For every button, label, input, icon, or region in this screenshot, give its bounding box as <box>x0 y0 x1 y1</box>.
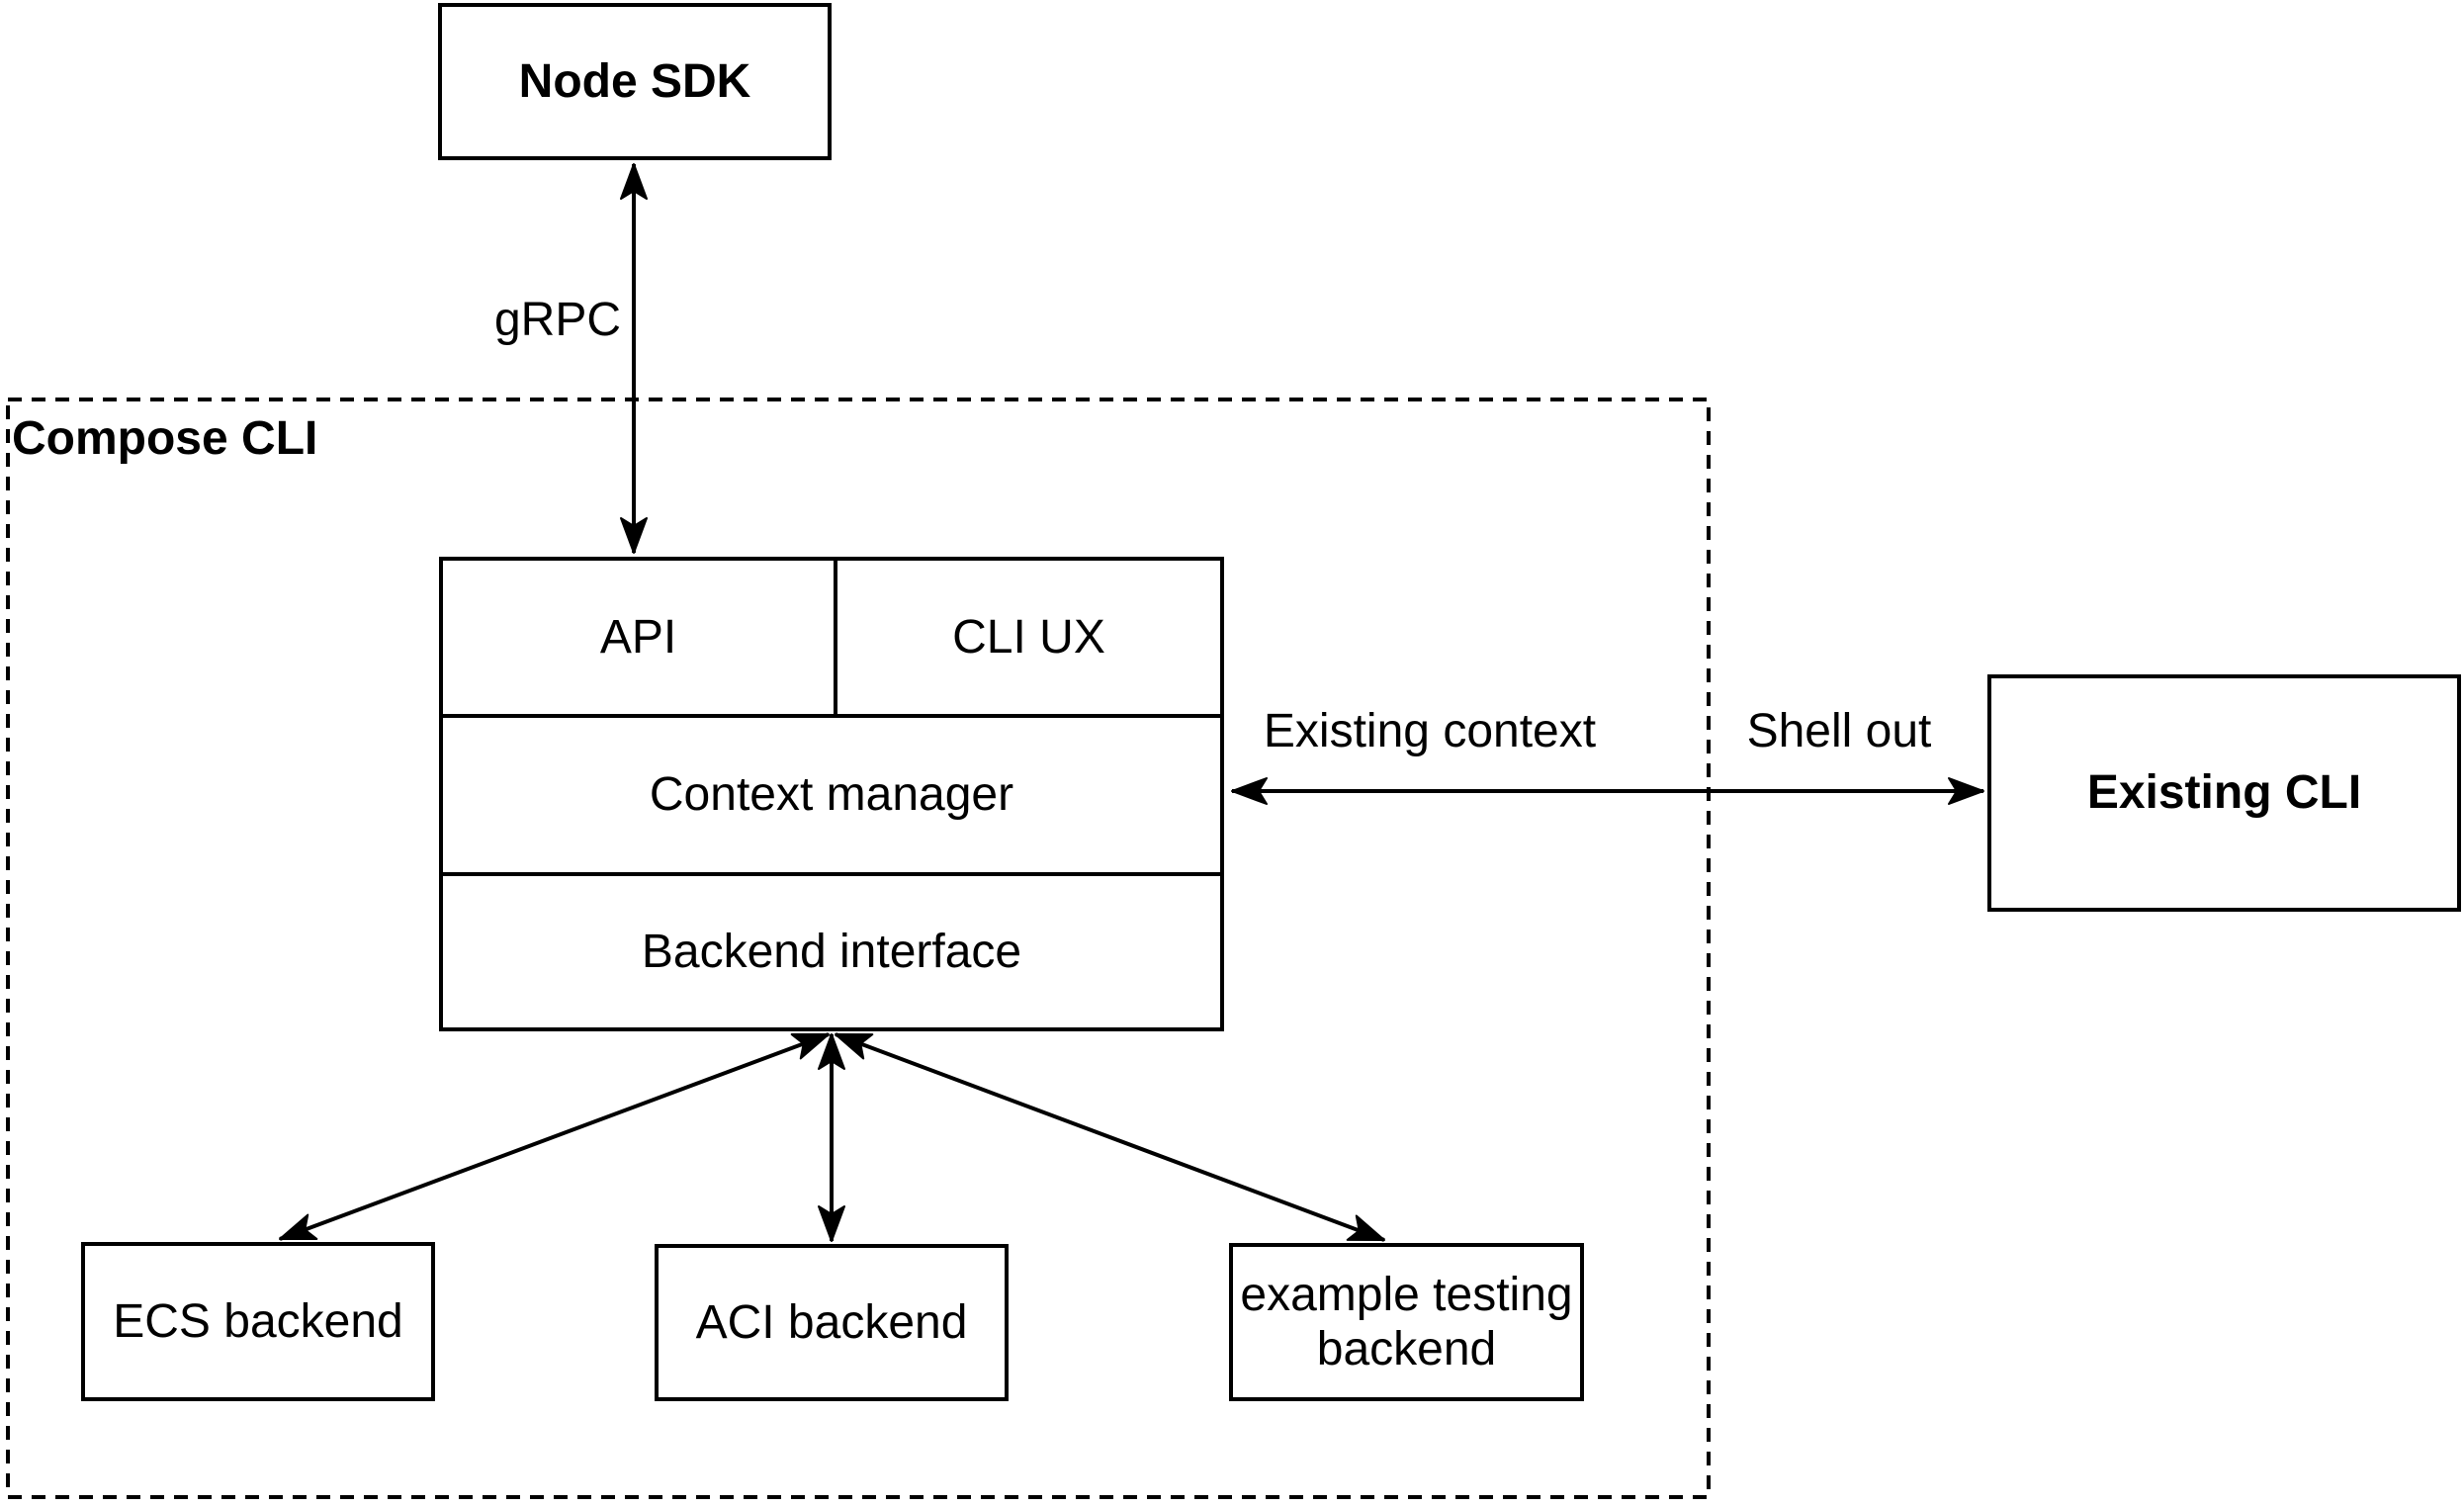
backend-interface-cell-inner: Backend interface <box>443 876 1220 1027</box>
backend-ecs-arrow <box>279 1032 830 1241</box>
ecs-backend-box: ECS backend <box>81 1242 435 1401</box>
context-manager-label: Context manager <box>649 768 1014 822</box>
example-testing-backend-label: example testing backend <box>1240 1268 1573 1375</box>
compose-stack-box: API CLI UX Context manager Backend inter… <box>439 557 1224 1031</box>
shell-out-label: Shell out <box>1746 705 1932 757</box>
node-sdk-box: Node SDK <box>438 3 832 160</box>
api-label: API <box>599 610 677 664</box>
api-cell: API <box>443 561 837 714</box>
stack-top-row: API CLI UX <box>443 561 1220 714</box>
existing-cli-label: Existing CLI <box>2086 766 2362 820</box>
backend-example-arrow <box>835 1032 1385 1242</box>
cli-ux-label: CLI UX <box>952 610 1105 664</box>
existing-cli-box: Existing CLI <box>1987 674 2461 912</box>
example-testing-backend-box: example testing backend <box>1229 1243 1584 1401</box>
node-sdk-label: Node SDK <box>518 54 751 108</box>
cli-ux-cell: CLI UX <box>837 561 1220 714</box>
aci-backend-label: ACI backend <box>695 1295 968 1349</box>
ecs-backend-label: ECS backend <box>113 1294 403 1348</box>
context-manager-cell-inner: Context manager <box>443 718 1220 872</box>
compose-cli-container-label: Compose CLI <box>12 412 318 465</box>
existing-context-label: Existing context <box>1263 705 1597 757</box>
context-manager-cell: Context manager <box>443 714 1220 872</box>
grpc-label: gRPC <box>493 294 622 346</box>
backend-interface-label: Backend interface <box>641 925 1022 978</box>
aci-backend-box: ACI backend <box>655 1244 1009 1401</box>
backend-interface-cell: Backend interface <box>443 872 1220 1027</box>
